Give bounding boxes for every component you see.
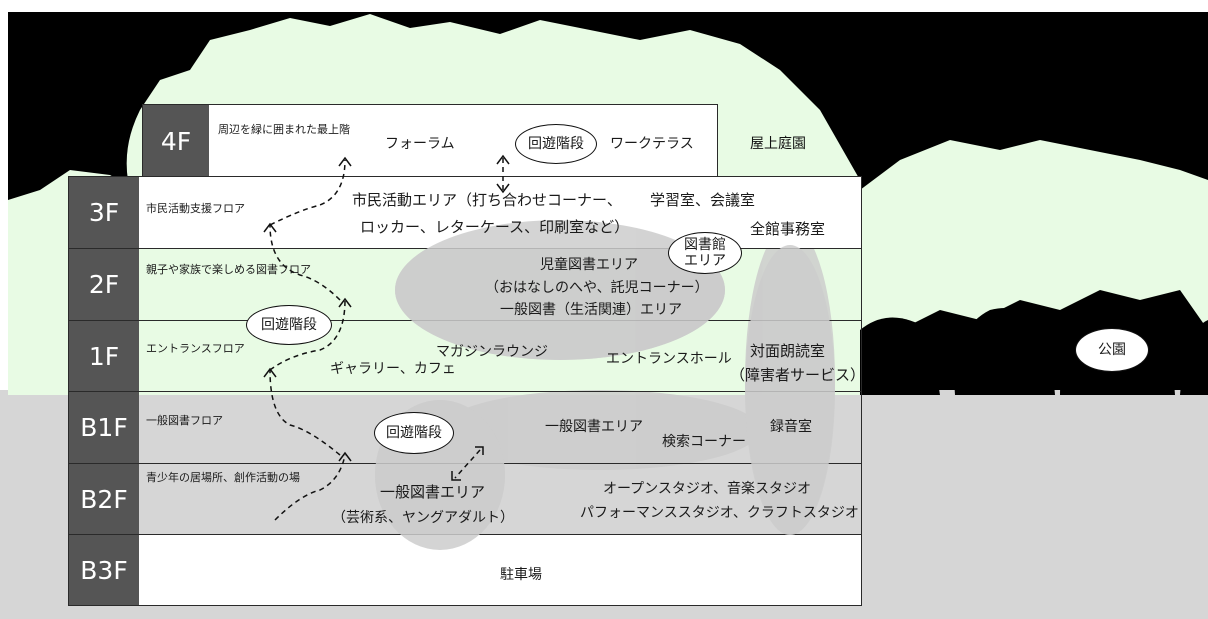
area-b2-books: （芸術系、ヤングアダルト） (332, 510, 514, 526)
library-area-bubble: 図書館 エリア (668, 232, 742, 274)
park-shrubs (860, 302, 1208, 395)
area-forum: フォーラム (385, 136, 455, 152)
floor-label: B1F (69, 392, 139, 463)
area-general-books: 一般図書エリア (545, 419, 643, 435)
area-children: 児童図書エリア (540, 257, 638, 273)
floor-label: 4F (143, 105, 209, 177)
area-civic: ロッカー、レターケース、印刷室など） (360, 218, 630, 236)
area-rooftop-garden: 屋上庭園 (750, 136, 806, 152)
floor-subtitle: エントランスフロア (146, 342, 245, 355)
area-entrance-hall: エントランスホール (606, 351, 732, 367)
floor-label: 1F (69, 321, 139, 391)
floor-subtitle: 市民活動支援フロア (146, 202, 245, 215)
floor-subtitle: 親子や家族で楽しめる図書フロア (146, 263, 311, 276)
park-bubble: 公園 (1075, 328, 1149, 372)
floor-subtitle: 周辺を緑に囲まれた最上階 (218, 123, 350, 136)
area-recording-room: 録音室 (770, 419, 812, 435)
library-area-label: 図書館 (684, 236, 726, 253)
spiral-stair-bubble: 回遊階段 (374, 412, 454, 454)
floor-label: B2F (69, 464, 139, 534)
spiral-stair-bubble: 回遊階段 (515, 124, 597, 164)
area-admin-office: 全館事務室 (750, 220, 826, 238)
spiral-stair-bubble: 回遊階段 (246, 305, 332, 345)
area-children: 一般図書（生活関連）エリア (500, 302, 682, 318)
area-work-terrace: ワークテラス (610, 136, 694, 152)
area-civic: 市民活動エリア（打ち合わせコーナー、 (352, 191, 622, 209)
area-parking: 駐車場 (500, 567, 542, 583)
floor-label: 2F (69, 249, 139, 320)
area-gallery-cafe: ギャラリー、カフェ (330, 361, 456, 377)
floor-subtitle: 青少年の居場所、創作活動の場 (146, 471, 300, 484)
area-reading-room: 対面朗読室 (750, 342, 826, 360)
area-studios: パフォーマンススタジオ、クラフトスタジオ (580, 505, 859, 521)
area-b2-books: 一般図書エリア (380, 483, 486, 501)
area-studios: オープンスタジオ、音楽スタジオ (603, 481, 812, 497)
area-search-corner: 検索コーナー (662, 434, 746, 450)
floor-label: B3F (69, 535, 139, 605)
area-reading-room: （障害者サービス） (730, 366, 866, 384)
floor-subtitle: 一般図書フロア (146, 414, 223, 427)
area-study-meeting: 学習室、会議室 (650, 191, 756, 209)
floor-label: 3F (69, 177, 139, 248)
area-children: （おはなしのへや、託児コーナー） (485, 280, 709, 296)
floor-4f: 4F (142, 104, 718, 178)
area-magazine-lounge: マガジンラウンジ (436, 344, 548, 360)
library-area-label: エリア (684, 253, 726, 269)
